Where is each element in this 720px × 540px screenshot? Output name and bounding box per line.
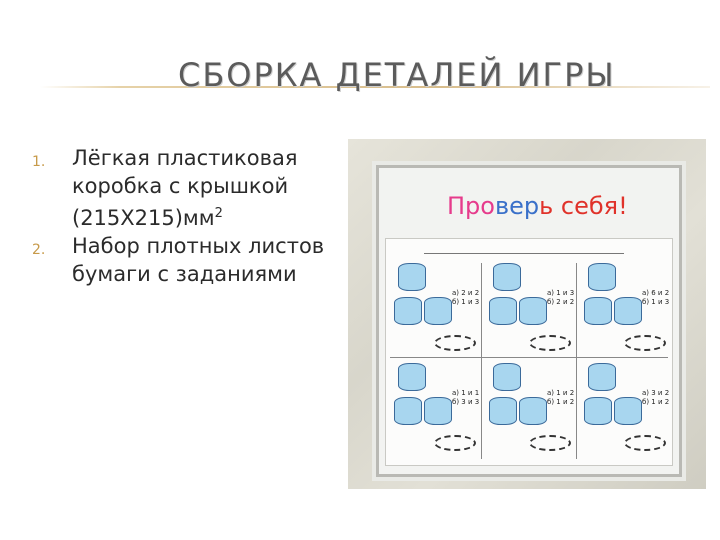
components-list: 1. Лёгкая пластиковая коробка с крышкой … [30,144,360,288]
title-divider [40,86,710,88]
task-cell: а) 1 и 2 б) 1 и 2 [485,359,577,459]
answer-oval [529,335,571,351]
answer-options: а) 1 и 2 б) 1 и 2 [547,389,575,406]
cylinder-icon [398,363,426,391]
superscript: 2 [214,206,223,221]
grid-divider [481,263,482,459]
cylinder-icon [489,297,517,325]
answer-oval [434,435,476,451]
list-item: 2. Набор плотных листов бумаги с задания… [30,232,360,288]
cylinder-icon [614,297,642,325]
task-cell: а) 2 и 2 б) 1 и 3 [390,259,482,359]
answer-oval [434,335,476,351]
list-item: 1. Лёгкая пластиковая коробка с крышкой … [30,144,360,232]
task-cell: а) 1 и 3 б) 2 и 2 [485,259,577,359]
task-cell: а) 3 и 2 б) 1 и 2 [580,359,672,459]
task-cell: а) 6 и 2 б) 1 и 3 [580,259,672,359]
list-item-text: Лёгкая пластиковая коробка с крышкой (21… [72,146,298,230]
answer-options: а) 1 и 3 б) 2 и 2 [547,289,575,306]
answer-oval [624,435,666,451]
cylinder-icon [493,263,521,291]
check-yourself-heading: Проверь себя! [447,192,628,220]
answer-options: а) 3 и 2 б) 1 и 2 [642,389,670,406]
cylinder-icon [584,297,612,325]
sheet-heading-line [424,243,624,254]
cylinder-icon [493,363,521,391]
cylinder-icon [424,397,452,425]
cylinder-icon [489,397,517,425]
plastic-box: Проверь себя! а) 2 и 2 б) 1 и 3 а) 1 и 3 … [376,165,682,477]
answer-oval [529,435,571,451]
page-title: СБОРКА ДЕТАЛЕЙ ИГРЫ [178,56,616,94]
cylinder-icon [519,397,547,425]
list-number: 1. [32,154,46,170]
game-box-photo: Проверь себя! а) 2 и 2 б) 1 и 3 а) 1 и 3 … [348,139,706,489]
grid-divider [576,263,577,459]
answer-options: а) 6 и 2 б) 1 и 3 [642,289,670,306]
task-cell: а) 1 и 1 б) 3 и 3 [390,359,482,459]
answer-options: а) 1 и 1 б) 3 и 3 [452,389,480,406]
cylinder-icon [394,297,422,325]
cylinder-icon [519,297,547,325]
list-item-text: Набор плотных листов бумаги с заданиями [72,234,325,286]
list-number: 2. [32,242,46,258]
cylinder-icon [588,363,616,391]
answer-options: а) 2 и 2 б) 1 и 3 [452,289,480,306]
cylinder-icon [398,263,426,291]
answer-oval [624,335,666,351]
cylinder-icon [614,397,642,425]
task-sheet: а) 2 и 2 б) 1 и 3 а) 1 и 3 б) 2 и 2 а) 6 и… [385,238,673,466]
cylinder-icon [584,397,612,425]
cylinder-icon [394,397,422,425]
grid-divider [390,357,668,358]
cylinder-icon [424,297,452,325]
cylinder-icon [588,263,616,291]
